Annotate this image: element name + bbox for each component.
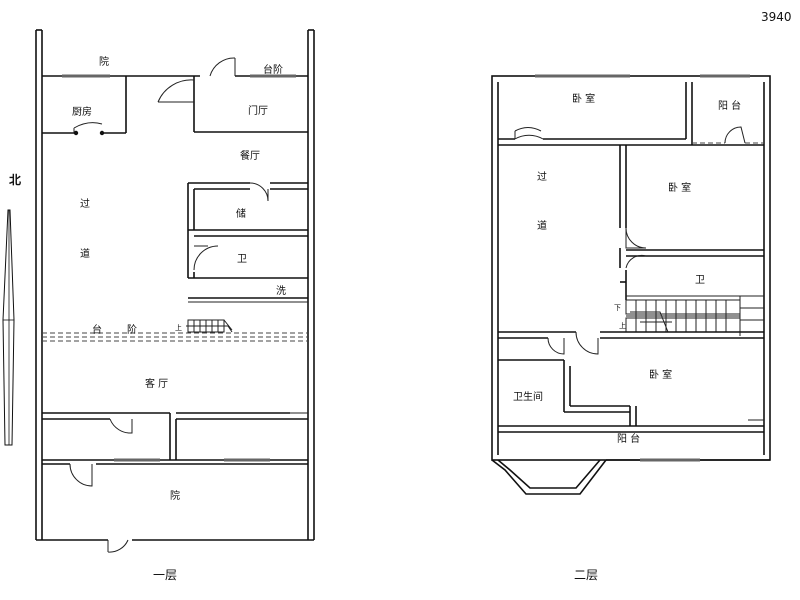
f1-corridor-label-1: 过 [80,197,90,210]
f1-kitchen-label: 厨房 [72,105,92,118]
f2-corridor-label-2: 道 [537,219,547,232]
f2-balcony-bottom-label: 阳 台 [617,432,640,445]
north-arrow-icon [2,209,15,446]
f1-corridor-label-2: 道 [80,247,90,260]
f2-bedroom-mid-label: 卧 室 [668,181,691,194]
corner-number: 3940 [761,10,792,24]
f1-dining-label: 餐厅 [240,149,260,162]
north-label: 北 [9,172,21,187]
f2-bedroom-top-label: 卧 室 [572,92,595,105]
f2-bedroom-bottom-label: 卧 室 [649,368,672,381]
floor2-plan [491,74,771,495]
f1-step-top-label: 台阶 [263,63,283,76]
f2-bath-label: 卫 [695,275,705,286]
f1-bath-label: 卫 [237,254,247,265]
floor1-plan [35,29,315,553]
f2-balcony-top-label: 阳 台 [718,99,741,112]
f1-living-label: 客 厅 [145,377,168,390]
f1-foyer-label: 门厅 [248,104,268,117]
f1-wash-label: 洗 [276,285,286,297]
f1-caption: 一层 [153,568,177,582]
f1-yard-top-label: 院 [99,55,109,68]
f2-corridor-label-1: 过 [537,170,547,183]
f2-bathroom-label: 卫生间 [513,390,543,403]
f1-storage-label: 储 [236,207,246,220]
f2-stair-down-label: 下 [614,304,621,312]
f1-step-mid-label-1: 台 [92,323,102,336]
f1-yard-bottom-label: 院 [170,489,180,502]
f2-stair-up-label: 上 [619,321,626,330]
f1-step-mid-label-2: 阶 [127,323,137,336]
stair-floor2 [625,295,764,336]
f2-caption: 二层 [574,568,598,582]
f1-stair-up-label: 上 [175,323,182,332]
stair-floor1 [186,319,233,333]
